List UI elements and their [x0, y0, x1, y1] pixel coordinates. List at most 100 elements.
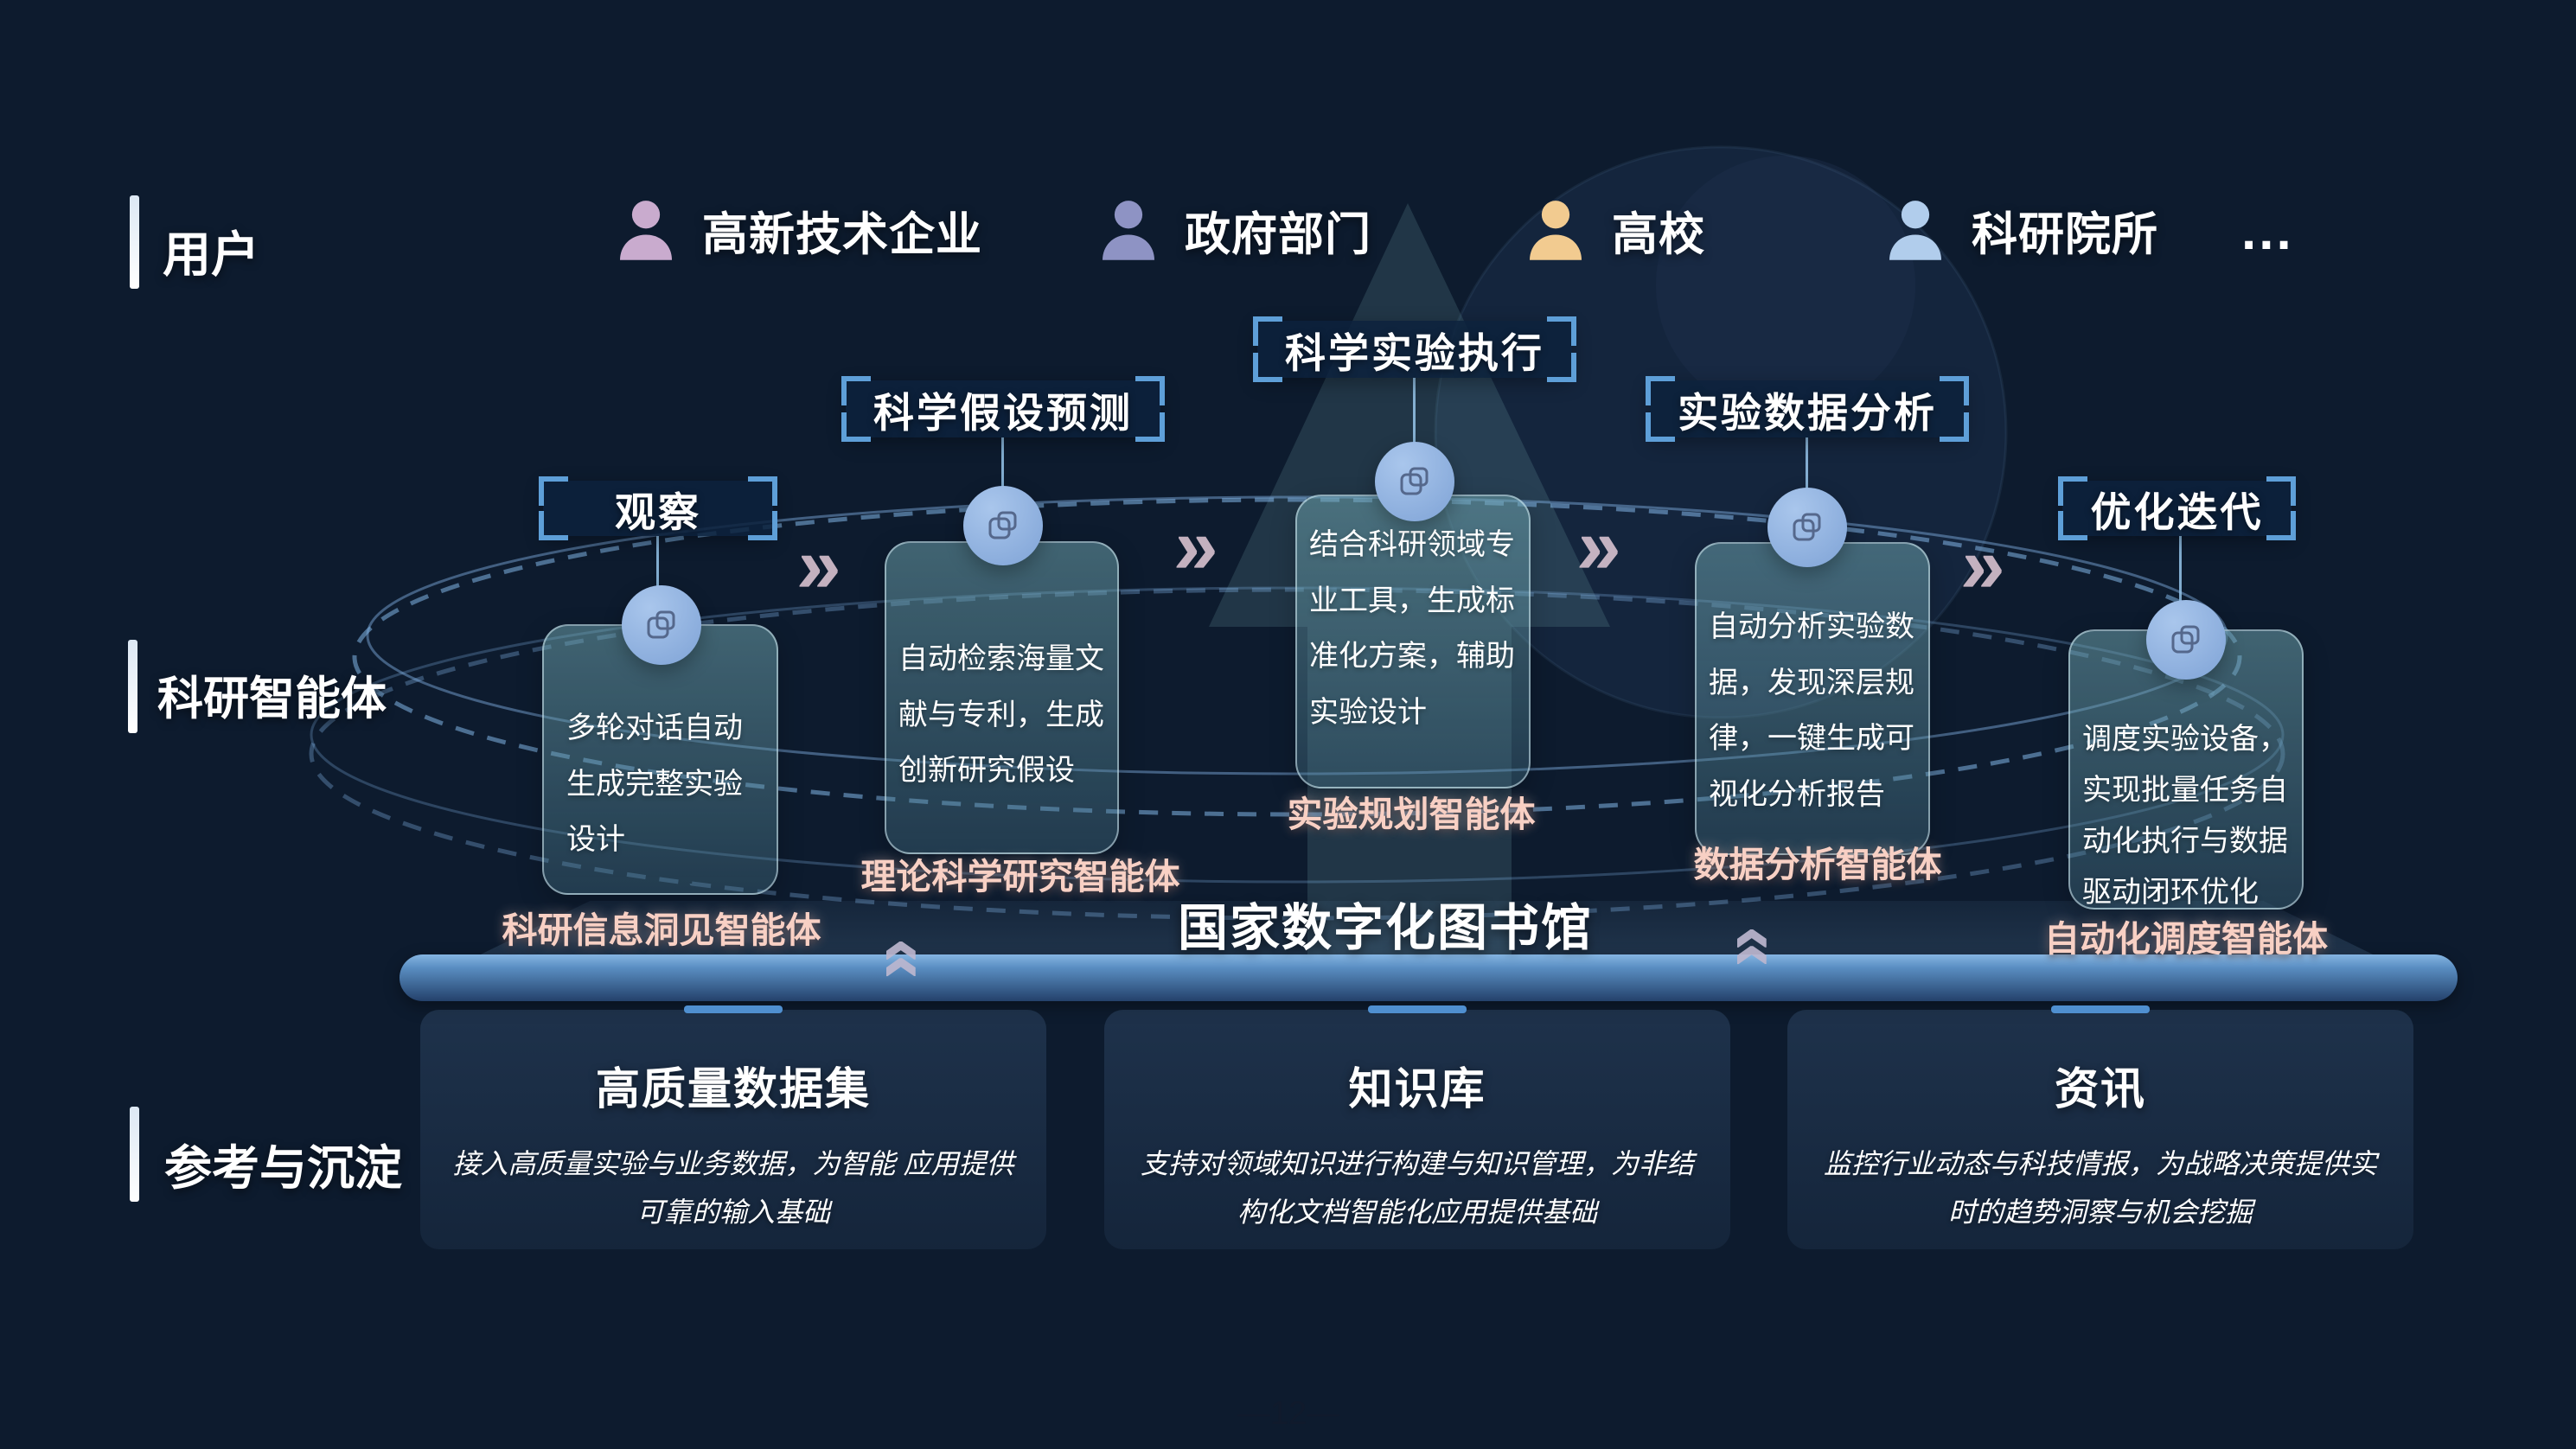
connector-line: [1806, 437, 1808, 491]
bracket-corner: [539, 476, 568, 506]
agent-node: [963, 486, 1043, 565]
bracket-corner: [1135, 412, 1165, 442]
bracket-corner: [1135, 376, 1165, 405]
agent-card-scheduling: 调度实验设备，实现批量任务自动化执行与数据驱动闭环优化: [2068, 629, 2304, 910]
platform-title: 国家数字化图书馆: [1177, 900, 1593, 956]
person-icon: [1530, 201, 1582, 260]
user-item-government: 政府部门: [1090, 192, 1371, 270]
agent-name-theory: 理论科学研究智能体: [860, 857, 1180, 897]
bracket-corner: [2266, 476, 2296, 506]
agent-card-theory: 自动检索海量文献与专利，生成创新研究假设: [885, 541, 1119, 854]
user-label: 高校: [1612, 209, 1705, 260]
foundation-box-datasets: 高质量数据集 接入高质量实验与业务数据，为智能 应用提供可靠的输入基础: [420, 1005, 1046, 1249]
users-more-ellipsis: ...: [2241, 201, 2294, 261]
flow-arrow-icon: »: [1574, 502, 1625, 590]
link-squares-icon: [988, 511, 1017, 539]
agent-card-text: 自动检索海量文献与专利，生成创新研究假设: [898, 642, 1104, 788]
flow-arrow-icon: »: [1958, 521, 2009, 610]
foundation-box-description: 支持对领域知识进行构建与知识管理，为非结构化文档智能化应用提供基础: [1140, 1148, 1694, 1228]
stage-header-label: 优化迭代: [2090, 488, 2264, 535]
box-accent-dash: [1368, 1005, 1467, 1013]
page-number: —12—: [1237, 1395, 1340, 1432]
agent-name-analysis: 数据分析智能体: [1693, 845, 1942, 884]
section-bar-foundation: [130, 1107, 139, 1202]
agent-card-text: 自动分析实验数据，发现深层规律，一键生成可视化分析报告: [1709, 610, 1914, 811]
bracket-corner: [1646, 412, 1675, 442]
stage-header-label: 科学假设预测: [873, 389, 1133, 436]
bracket-corner: [1547, 316, 1576, 346]
bracket-corner: [1940, 412, 1969, 442]
user-item-institute: 科研院所: [1876, 192, 2158, 270]
robot-head: [1656, 156, 1915, 415]
stage-header-label: 观察: [615, 488, 701, 535]
section-bar-users: [130, 195, 139, 289]
box-accent-dash: [2051, 1005, 2150, 1013]
foundation-box-title: 高质量数据集: [595, 1064, 871, 1114]
platform-bar: [400, 954, 2458, 1001]
connector-line: [1413, 378, 1416, 445]
bracket-corner: [748, 476, 777, 506]
bracket-corner: [1646, 376, 1675, 405]
agent-name-planning: 实验规划智能体: [1287, 795, 1536, 834]
agent-node: [1375, 442, 1454, 521]
agent-card-planning: 结合科研领域专业工具，生成标准化方案，辅助实验设计: [1295, 495, 1531, 788]
connector-line: [1001, 437, 1004, 489]
bracket-corner: [1940, 376, 1969, 405]
agent-name-insight: 科研信息洞见智能体: [502, 910, 821, 950]
agent-node: [2146, 600, 2226, 680]
bracket-corner: [841, 376, 871, 405]
bracket-corner: [1253, 353, 1282, 382]
bracket-corner: [2266, 511, 2296, 540]
foundation-box-knowledge: 知识库 支持对领域知识进行构建与知识管理，为非结构化文档智能化应用提供基础: [1104, 1005, 1730, 1249]
bracket-corner: [2058, 511, 2087, 540]
user-label: 科研院所: [1972, 209, 2158, 260]
stage-header-optimize: 优化迭代: [2058, 476, 2296, 540]
section-label-agents: 科研智能体: [157, 673, 387, 724]
bracket-corner: [841, 412, 871, 442]
connector-line: [2179, 536, 2182, 603]
foundation-box-title: 知识库: [1348, 1064, 1486, 1114]
section-bar-agents: [128, 640, 137, 733]
bracket-corner: [539, 511, 568, 540]
agent-name-scheduling: 自动化调度智能体: [2044, 919, 2328, 959]
stage-header-analysis: 实验数据分析: [1646, 376, 1969, 442]
box-accent-dash: [684, 1005, 783, 1013]
link-squares-icon: [1400, 467, 1429, 495]
foundation-box-news: 资讯 监控行业动态与科技情报，为战略决策提供实时的趋势洞察与机会挖掘: [1787, 1005, 2413, 1249]
agent-card-text: 结合科研领域专业工具，生成标准化方案，辅助实验设计: [1309, 528, 1515, 729]
foundation-box-description: 监控行业动态与科技情报，为战略决策提供实时的趋势洞察与机会挖掘: [1823, 1148, 2377, 1228]
bracket-corner: [2058, 476, 2087, 506]
user-label: 政府部门: [1185, 209, 1371, 260]
link-squares-icon: [647, 610, 675, 639]
user-item-university: 高校: [1517, 192, 1705, 270]
agent-card-insight: 多轮对话自动生成完整实验设计: [542, 624, 778, 895]
stage-header-observe: 观察: [539, 476, 777, 540]
agent-card-analysis: 自动分析实验数据，发现深层规律，一键生成可视化分析报告: [1695, 542, 1930, 855]
person-icon: [620, 201, 672, 260]
agent-node: [1767, 488, 1847, 567]
foundation-box-title: 资讯: [2054, 1064, 2146, 1114]
link-squares-icon: [1793, 513, 1821, 541]
user-item-hightech: 高新技术企业: [607, 192, 982, 270]
stage-header-hypothesis: 科学假设预测: [841, 376, 1165, 442]
flow-arrow-icon: »: [1171, 502, 1222, 590]
section-label-users: 用户: [163, 227, 259, 282]
bracket-corner: [1253, 316, 1282, 346]
stage-header-label: 科学实验执行: [1285, 329, 1544, 376]
link-squares-icon: [2171, 625, 2200, 654]
stage-header-experiment: 科学实验执行: [1253, 316, 1576, 382]
connector-line: [656, 536, 659, 590]
flow-arrow-icon: »: [794, 521, 845, 610]
person-icon: [1103, 201, 1154, 260]
up-chevron-icon: «: [1715, 926, 1799, 967]
user-label: 高新技术企业: [702, 209, 982, 260]
section-label-foundation: 参考与沉淀: [164, 1141, 403, 1195]
person-icon: [1889, 201, 1941, 260]
agent-node: [622, 585, 701, 665]
foundation-box-description: 接入高质量实验与业务数据，为智能 应用提供可靠的输入基础: [452, 1148, 1014, 1228]
bracket-corner: [748, 511, 777, 540]
agent-card-text: 多轮对话自动生成完整实验设计: [566, 712, 743, 857]
bracket-corner: [1547, 353, 1576, 382]
agent-card-text: 调度实验设备，实现批量任务自动化执行与数据驱动闭环优化: [2082, 723, 2288, 910]
